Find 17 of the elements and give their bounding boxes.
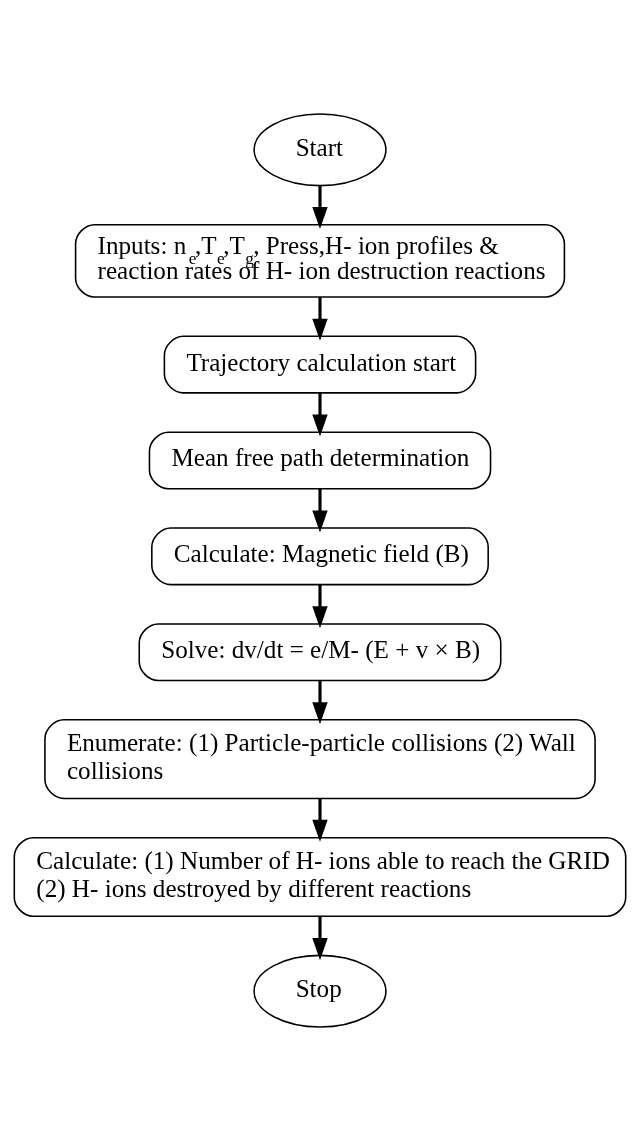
node-box: Trajectory calculation start xyxy=(163,335,477,394)
arrow xyxy=(312,584,328,629)
node-ellipse: Start xyxy=(253,113,387,187)
node-ellipse: Stop xyxy=(253,954,387,1028)
arrow xyxy=(312,681,328,725)
arrow xyxy=(312,798,328,842)
node-box: Calculate: Magnetic field (B) xyxy=(151,527,489,586)
node-box: Mean free path determination xyxy=(148,431,492,490)
arrow xyxy=(312,916,328,961)
arrow xyxy=(312,488,328,533)
node-box: Enumerate: (1) Particle-particle collisions (2) Wall collisions xyxy=(44,719,596,800)
arrow xyxy=(312,297,328,341)
arrow xyxy=(312,393,328,437)
node-box: Calculate: (1) Number of H- ions able to reach the GRID (2) H- ions destroyed by different reactions xyxy=(13,836,627,918)
node-box: Solve: dv/dt = e/M- (E + v × B) xyxy=(138,623,502,682)
node-box: Inputs: n$_{e}$,T$_{e}$,T$_{g}$, Press,H- ion profiles & reaction rates of H- ion destruction reactions xyxy=(74,223,566,298)
arrow xyxy=(312,185,328,229)
